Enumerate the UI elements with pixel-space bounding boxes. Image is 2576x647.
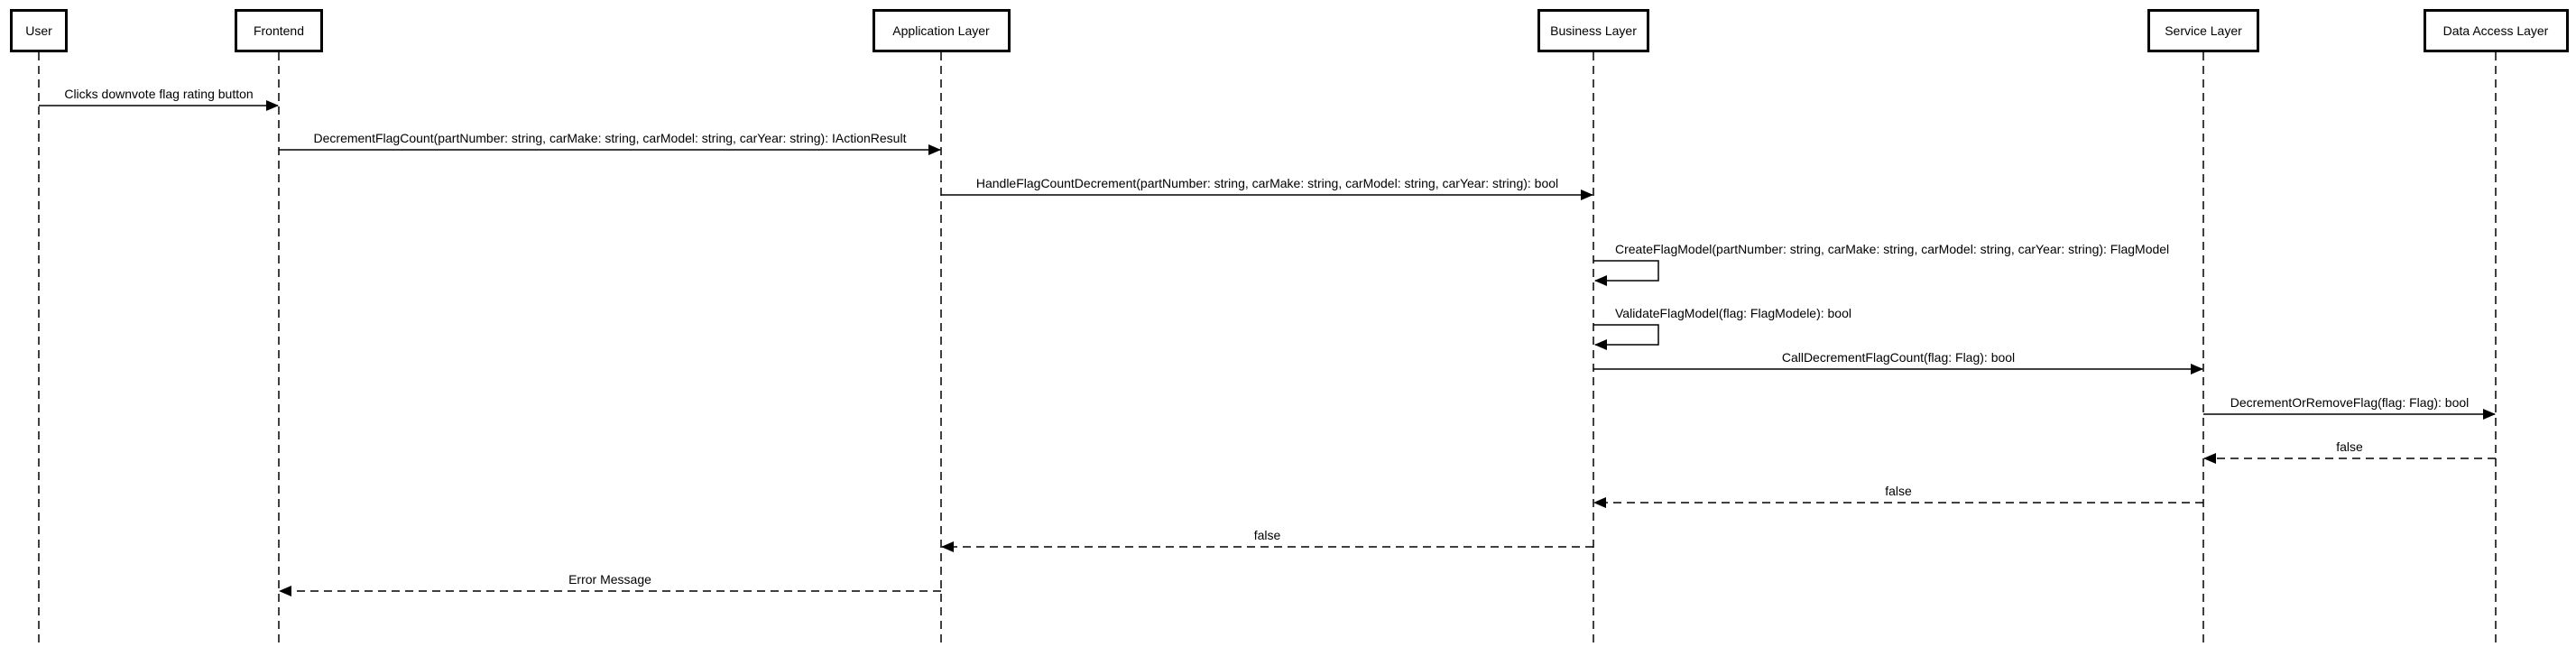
message-label: Error Message	[568, 572, 651, 587]
participant-dal: Data Access Layer	[2423, 9, 2569, 52]
participant-service: Service Layer	[2147, 9, 2259, 52]
message-label: false	[1253, 528, 1281, 542]
message-label: HandleFlagCountDecrement(partNumber: str…	[975, 176, 1559, 190]
message-label: DecrementFlagCount(partNumber: string, c…	[313, 131, 907, 145]
message-arrow	[1593, 260, 1659, 286]
participant-business: Business Layer	[1537, 9, 1649, 52]
participant-user: User	[10, 9, 68, 52]
participant-app: Application Layer	[872, 9, 1011, 52]
participant-frontend: Frontend	[235, 9, 323, 52]
message-arrow	[1593, 324, 1659, 350]
message-label: false	[1885, 484, 1912, 498]
message-label: CallDecrementFlagCount(flag: Flag): bool	[1781, 350, 2016, 365]
message-label: CreateFlagModel(partNumber: string, carM…	[1615, 242, 2170, 256]
message-label: false	[2336, 439, 2363, 454]
message-label: DecrementOrRemoveFlag(flag: Flag): bool	[2230, 395, 2470, 410]
message-label: ValidateFlagModel(flag: FlagModele): boo…	[1615, 306, 1851, 320]
message-label: Clicks downvote flag rating button	[64, 87, 254, 101]
